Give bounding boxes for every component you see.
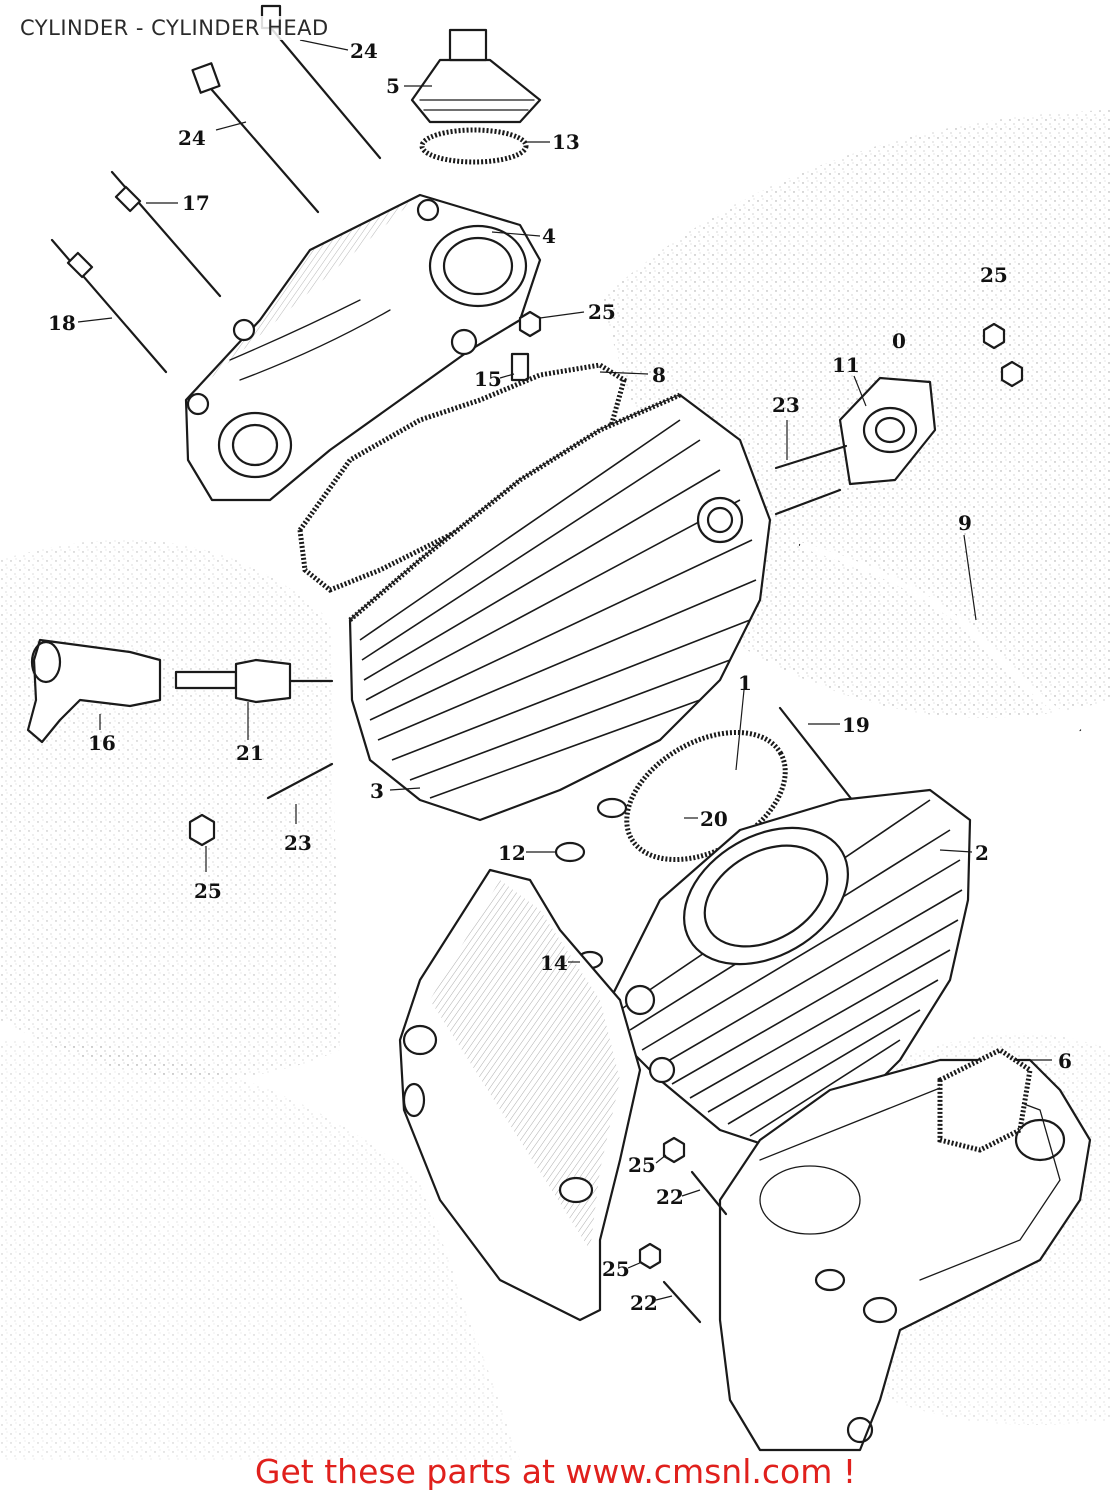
callout-17: 17	[182, 191, 210, 215]
callout-20: 20	[700, 807, 728, 831]
cylinder-head-3	[348, 392, 772, 822]
filler-cap-5	[410, 28, 542, 124]
stud-22b	[662, 1280, 702, 1324]
washer-12a	[596, 797, 628, 819]
callout-9: 9	[958, 511, 972, 535]
nut-25c	[188, 813, 216, 847]
nut-25b	[982, 322, 1006, 350]
callout-12: 12	[498, 841, 526, 865]
base-gasket-6	[937, 1047, 1033, 1153]
callout-13: 13	[552, 130, 580, 154]
stud-23a-second	[774, 488, 842, 516]
nut-25e	[638, 1242, 662, 1270]
callout-4: 4	[542, 224, 556, 248]
stud-17	[110, 170, 222, 298]
callout-3: 3	[370, 779, 384, 803]
plug-cap-16	[26, 638, 162, 744]
callout-22b: 22	[630, 1291, 658, 1315]
callout-18: 18	[48, 311, 76, 335]
callout-23b: 23	[284, 831, 312, 855]
head-cover-4	[184, 193, 542, 502]
callout-21: 21	[236, 741, 264, 765]
callout-10: 0	[892, 329, 906, 353]
callout-25d: 25	[628, 1153, 656, 1177]
side-cover	[398, 868, 642, 1322]
parts-link[interactable]: Get these parts at www.cmsnl.com !	[254, 1452, 857, 1491]
nut-25a	[518, 310, 542, 338]
dowel-15	[510, 352, 530, 382]
callout-23a: 23	[772, 393, 800, 417]
leader-lines	[77, 39, 1052, 1301]
cylinder-2	[608, 788, 972, 1152]
callout-1: 1	[738, 671, 752, 695]
intake-flange-11	[838, 376, 937, 486]
callout-14: 14	[540, 951, 568, 975]
spark-plug-21	[174, 658, 334, 704]
callout-22a: 22	[656, 1185, 684, 1209]
page-title: CYLINDER - CYLINDER HEAD	[18, 16, 331, 40]
washer-12b	[554, 841, 586, 863]
callout-6: 6	[1058, 1049, 1072, 1073]
stud-23b	[266, 762, 334, 800]
o-ring-13	[419, 127, 529, 165]
head-gasket-8	[297, 362, 627, 593]
stud-23a	[774, 444, 848, 470]
callout-8: 8	[652, 363, 666, 387]
callout-5: 5	[386, 74, 400, 98]
callout-25a: 25	[588, 300, 616, 324]
callout-labels: 24 5 13 24 17 4 18 25 15 8 25 11 0 23 9 …	[48, 39, 1072, 1315]
callout-24a: 24	[350, 39, 378, 63]
nut-25b-second	[1000, 360, 1024, 388]
callout-2: 2	[975, 841, 989, 865]
nut-25d	[662, 1136, 686, 1164]
callout-11: 11	[832, 353, 860, 377]
callout-19: 19	[842, 713, 870, 737]
head-bolt-24b	[191, 62, 320, 214]
stud-22a	[690, 1170, 728, 1216]
callout-16: 16	[88, 731, 116, 755]
breather-tube-9-core	[799, 542, 1082, 733]
crankcase	[718, 1058, 1092, 1452]
callout-25e: 25	[602, 1257, 630, 1281]
callout-25c: 25	[194, 879, 222, 903]
callout-15: 15	[474, 367, 502, 391]
callout-24b: 24	[178, 126, 206, 150]
stud-18	[50, 238, 168, 374]
callout-25b: 25	[980, 263, 1008, 287]
stud-19	[778, 706, 862, 812]
